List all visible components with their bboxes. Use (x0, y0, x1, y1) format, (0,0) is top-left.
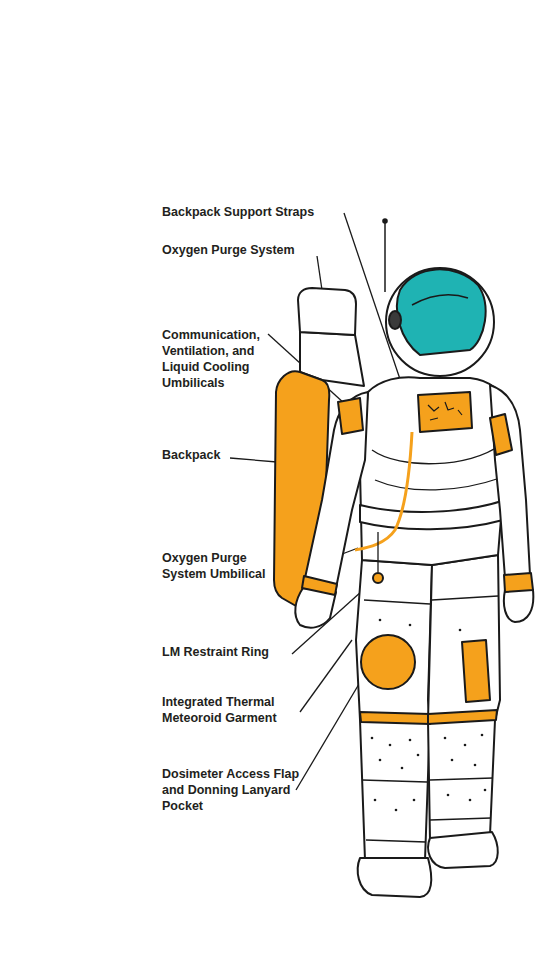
stipple (464, 744, 467, 747)
knee-band (428, 710, 497, 724)
stipple (401, 767, 404, 770)
wrist-cuff (504, 573, 533, 592)
stipple (444, 737, 447, 740)
antenna-tip (383, 219, 387, 223)
knee-band (360, 712, 430, 724)
stipple (379, 619, 382, 622)
suit-drawing (274, 219, 533, 897)
stipple (389, 744, 392, 747)
stipple (409, 739, 412, 742)
stipple (451, 759, 454, 762)
leg-seam (362, 596, 498, 842)
part-label: Dosimeter Access Flap and Donning Lanyar… (162, 766, 322, 814)
torso (360, 377, 508, 565)
thigh-pocket (462, 640, 490, 702)
stipple (395, 809, 398, 812)
right-arm (490, 385, 530, 578)
stipple (371, 737, 374, 740)
left-boot (358, 858, 432, 897)
oxygen-purge-system (298, 288, 356, 335)
torso-seam (372, 445, 500, 490)
comm-cap (389, 311, 401, 329)
stipple (371, 619, 487, 812)
stipple (417, 754, 420, 757)
stipple (459, 629, 462, 632)
leader-line (317, 256, 322, 290)
part-label: Oxygen Purge System Umbilical (162, 550, 287, 582)
left-arm (305, 392, 368, 588)
restraint-tether (377, 532, 378, 572)
right-glove (504, 590, 533, 622)
part-label: Oxygen Purge System (162, 242, 362, 258)
part-label: Backpack Support Straps (162, 204, 362, 220)
antenna (384, 222, 386, 292)
stipple (374, 799, 377, 802)
part-label: Integrated Thermal Meteoroid Garment (162, 694, 302, 726)
stipple (413, 799, 416, 802)
part-label: LM Restraint Ring (162, 644, 362, 660)
left-leg (356, 560, 432, 860)
right-boot (428, 832, 498, 868)
shoulder-patch (490, 414, 512, 455)
neck-ring-detail (428, 402, 462, 420)
leader-line (230, 458, 277, 462)
stipple (469, 799, 472, 802)
waist-ring (360, 500, 505, 529)
stipple (409, 624, 412, 627)
stipple (484, 789, 487, 792)
neck-ring (418, 392, 472, 432)
thigh-flap (361, 635, 415, 689)
stipple (447, 794, 450, 797)
stipple (474, 764, 477, 767)
stipple (481, 734, 484, 737)
stipple (379, 759, 382, 762)
part-label: Backpack (162, 447, 362, 463)
visor-highlight (412, 295, 468, 305)
part-label: Communication, Ventilation, and Liquid C… (162, 327, 280, 391)
restraint-ring (373, 573, 383, 583)
leader-line (300, 640, 352, 712)
wrist-cuff (302, 576, 337, 595)
purge-umbilical (355, 432, 412, 550)
helmet (386, 268, 494, 376)
arm-pocket (338, 398, 363, 434)
helmet-visor (397, 269, 486, 355)
